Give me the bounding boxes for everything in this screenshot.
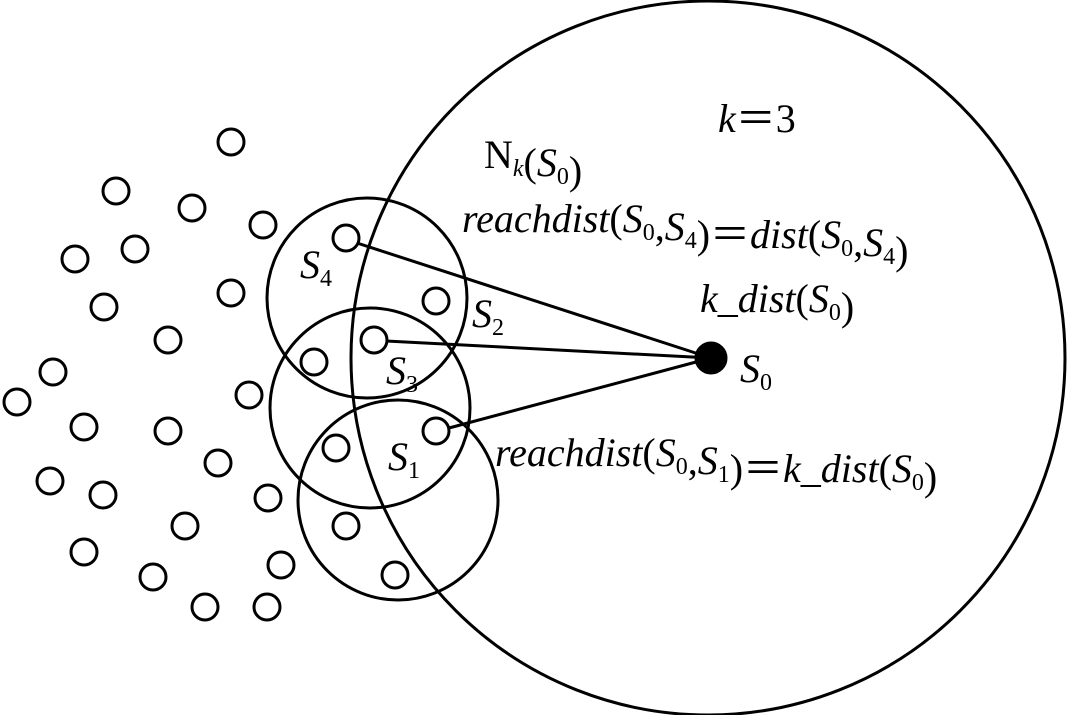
data-point <box>234 380 264 410</box>
data-point <box>331 511 361 541</box>
data-point <box>216 278 246 308</box>
data-point <box>120 234 150 264</box>
data-point <box>69 412 99 442</box>
data-point <box>69 537 99 567</box>
data-point <box>253 483 283 513</box>
data-point <box>138 562 168 592</box>
data-point <box>299 347 329 377</box>
data-point <box>359 325 389 355</box>
query-point-s0 <box>694 341 728 375</box>
data-point <box>216 127 246 157</box>
reach-line-3 <box>448 356 712 430</box>
reach-line-2 <box>385 339 712 360</box>
label-s3: S3 <box>386 348 418 398</box>
data-point <box>177 193 207 223</box>
data-point <box>190 592 220 622</box>
data-point <box>331 223 361 253</box>
data-point <box>89 292 119 322</box>
data-point <box>266 550 296 580</box>
label-reach-s4: reachdist(S0,S4)＝dist(S0,S4) <box>462 196 909 273</box>
data-point <box>153 325 183 355</box>
label-k-dist: k_dist(S0) <box>700 276 854 329</box>
label-s2: S2 <box>472 291 504 341</box>
data-point <box>203 448 233 478</box>
label-k-value: k＝3 <box>718 96 796 141</box>
data-point <box>153 416 183 446</box>
data-point <box>421 286 451 316</box>
reach-line-1 <box>356 241 712 360</box>
label-s4: S4 <box>300 242 332 292</box>
reach-circle-s4 <box>265 196 469 400</box>
neighborhood-circle <box>349 0 1067 715</box>
label-s1: S1 <box>388 434 420 484</box>
data-point <box>60 244 90 274</box>
data-point <box>35 466 65 496</box>
data-point <box>248 210 278 240</box>
reach-circle-s3 <box>268 306 472 510</box>
data-point <box>2 387 32 417</box>
label-s0: S0 <box>740 346 772 396</box>
data-point <box>321 433 351 463</box>
data-point <box>170 511 200 541</box>
label-neighborhood: Nk(S0) <box>484 132 582 193</box>
label-reach-s1: reachdist(S0,S1)＝k_dist(S0) <box>495 430 937 499</box>
data-point <box>38 357 68 387</box>
data-point <box>421 416 451 446</box>
data-point <box>380 560 410 590</box>
reach-circle-s1 <box>296 398 500 602</box>
data-point <box>252 592 282 622</box>
data-point <box>88 480 118 510</box>
data-point <box>101 176 131 206</box>
